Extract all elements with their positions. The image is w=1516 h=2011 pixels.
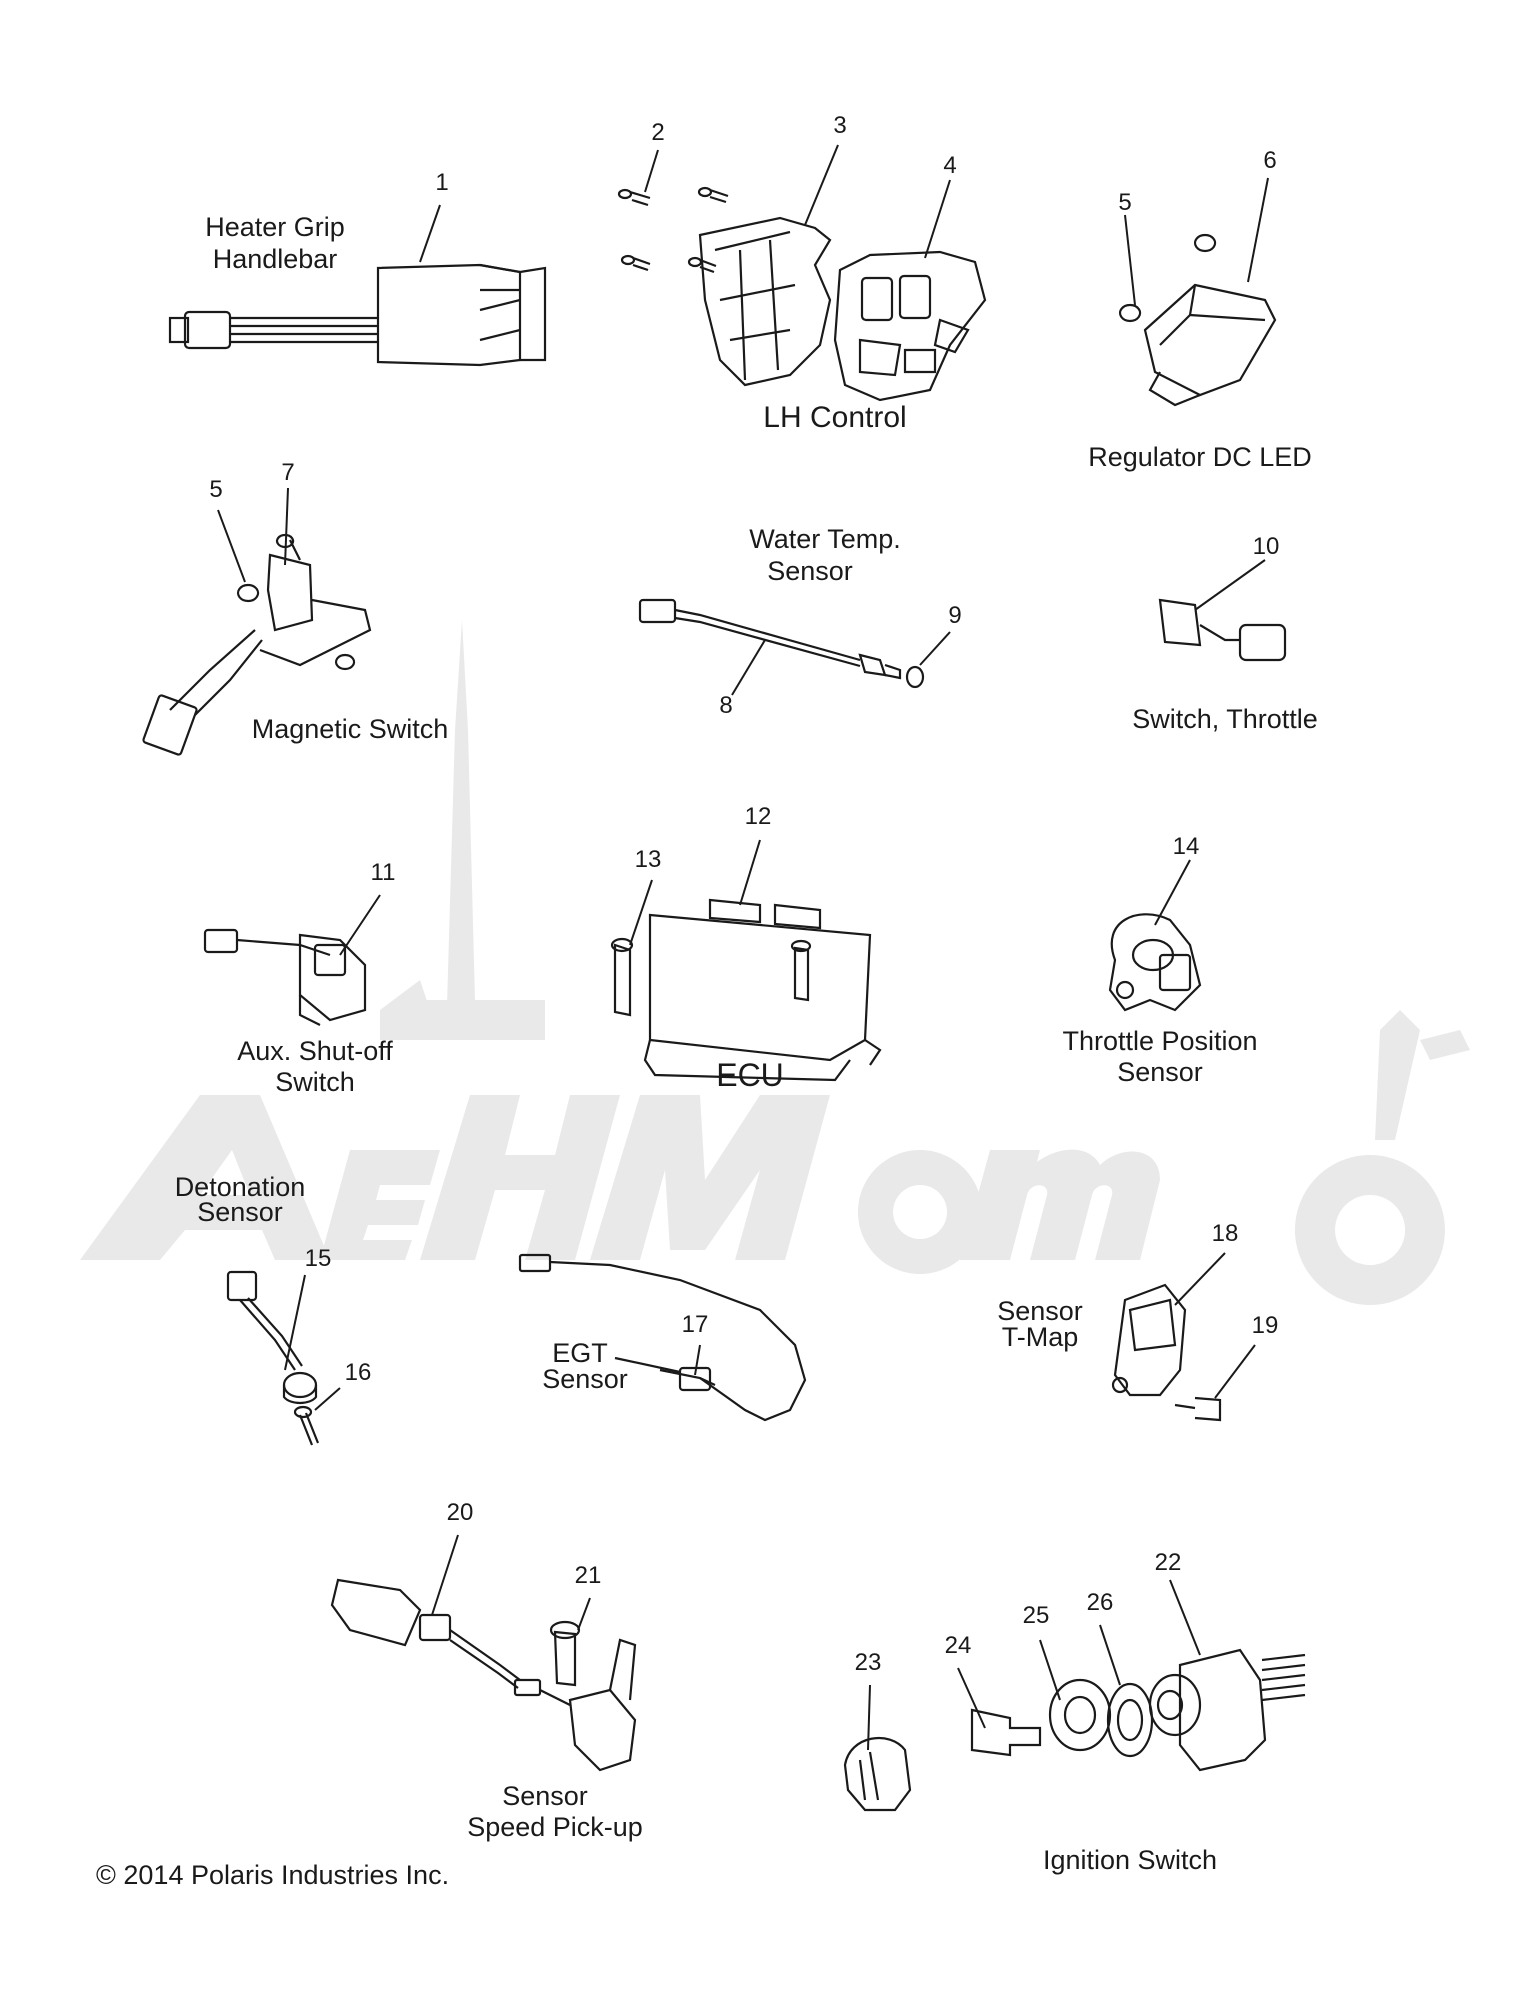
screws-part [617, 186, 729, 274]
throttle-switch-part [1158, 598, 1287, 662]
label-lh-control: LH Control [763, 401, 907, 434]
callout-10: 10 [1252, 533, 1280, 560]
label-egt: EGT [552, 1338, 608, 1368]
label-detonation-sensor: Sensor [197, 1197, 283, 1227]
callout-7: 7 [281, 459, 295, 486]
label-switch-throttle: Switch, Throttle [1132, 704, 1318, 734]
callout-5b: 5 [209, 476, 223, 503]
watermark-logo [80, 620, 1470, 1305]
callout-16: 16 [344, 1359, 372, 1386]
callout-12: 12 [744, 803, 772, 830]
callout-18: 18 [1211, 1220, 1239, 1247]
label-throttle-position: Throttle Position [1062, 1026, 1258, 1056]
ignition-switch-part [843, 1648, 1306, 1812]
callout-23: 23 [854, 1649, 882, 1676]
label-aux-shutoff-switch: Switch [275, 1067, 355, 1097]
callout-14: 14 [1172, 833, 1200, 860]
callout-2: 2 [651, 119, 665, 146]
label-speed-sensor: Sensor [502, 1781, 588, 1811]
callout-17: 17 [681, 1311, 709, 1338]
ecu-part [610, 898, 882, 1082]
callout-13: 13 [634, 846, 662, 873]
label-throttle-position-sensor: Sensor [1117, 1057, 1203, 1087]
egt-sensor-part [518, 1253, 807, 1422]
callout-9: 9 [948, 602, 962, 629]
lh-control-switch-part [833, 250, 987, 402]
label-tmap: T-Map [1001, 1322, 1079, 1352]
label-ecu: ECU [716, 1057, 784, 1093]
callout-22: 22 [1154, 1549, 1182, 1576]
label-speed-pickup: Speed Pick-up [467, 1812, 643, 1842]
label-water-temp-sensor: Sensor [767, 556, 853, 586]
label-heater-grip-handlebar: Handlebar [212, 244, 338, 274]
callout-25: 25 [1022, 1602, 1050, 1629]
callout-4: 4 [943, 152, 957, 179]
callout-11: 11 [370, 859, 396, 886]
regulator-part [1118, 233, 1277, 407]
label-tmap-sensor: Sensor [997, 1296, 1083, 1326]
speed-sensor-part [330, 1578, 637, 1772]
magnetic-switch-part [142, 533, 372, 756]
label-water-temp: Water Temp. [749, 524, 901, 554]
water-temp-sensor-part [638, 598, 925, 689]
label-aux-shutoff: Aux. Shut-off [237, 1036, 393, 1066]
callout-15: 15 [304, 1245, 332, 1272]
callout-6: 6 [1263, 147, 1277, 174]
heater-grip-part [168, 263, 547, 367]
callout-21: 21 [574, 1562, 602, 1589]
label-ignition-switch: Ignition Switch [1042, 1845, 1218, 1875]
label-detonation: Detonation [174, 1172, 306, 1202]
callout-8: 8 [719, 692, 733, 719]
throttle-position-sensor-part [1108, 913, 1202, 1012]
callout-3: 3 [833, 112, 847, 139]
label-regulator: Regulator DC LED [1088, 442, 1312, 472]
callout-20: 20 [446, 1499, 474, 1526]
callout-5: 5 [1118, 189, 1132, 216]
label-heater-grip: Heater Grip [205, 212, 345, 242]
tmap-sensor-part [1111, 1283, 1222, 1422]
lh-control-housing-part [698, 216, 832, 387]
callout-1: 1 [435, 169, 449, 196]
callout-26: 26 [1086, 1589, 1114, 1616]
aux-shutoff-switch-part [203, 928, 367, 1026]
callout-19: 19 [1251, 1312, 1279, 1339]
part-drawings [142, 186, 1306, 1812]
copyright-notice: © 2014 Polaris Industries Inc. [96, 1860, 450, 1890]
callout-24: 24 [944, 1632, 972, 1659]
leader-lines [217, 144, 1269, 1751]
label-magnetic-switch: Magnetic Switch [251, 714, 449, 744]
detonation-sensor-part [226, 1270, 320, 1446]
label-egt-sensor: Sensor [542, 1364, 628, 1394]
